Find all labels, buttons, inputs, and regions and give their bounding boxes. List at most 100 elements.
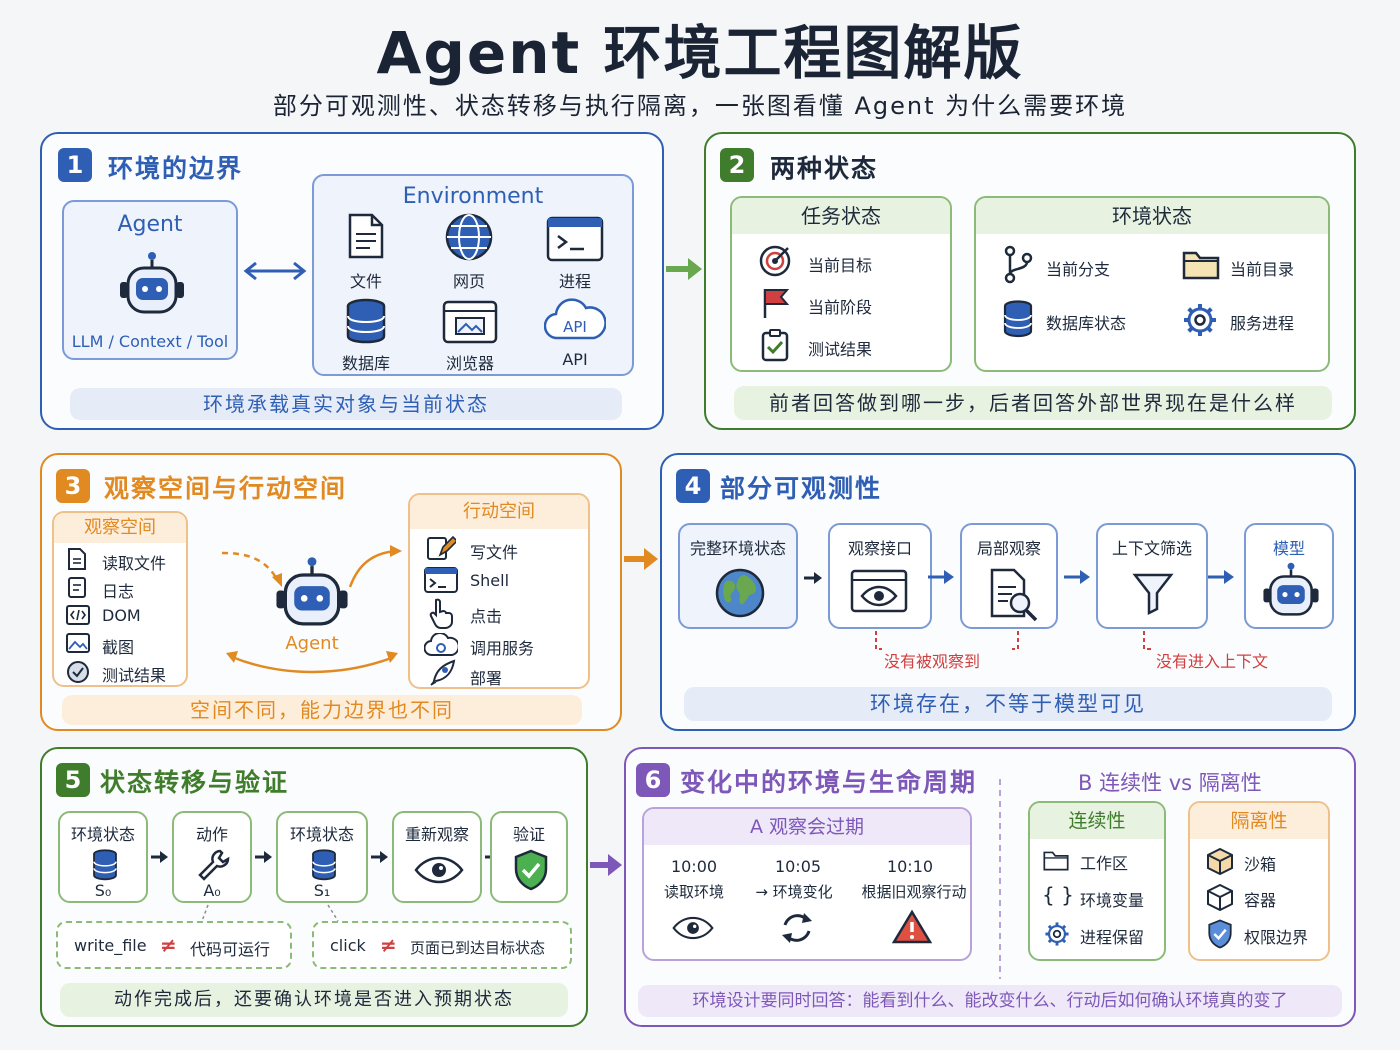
page-title: Agent 环境工程图解版	[376, 19, 1024, 87]
act-item: 写文件	[470, 543, 519, 562]
git-branch-icon	[1002, 244, 1034, 284]
arrow-right-icon	[1206, 567, 1236, 587]
shield-check-icon	[1206, 919, 1234, 949]
isolation-box: 隔离性 沙箱 容器 权限边界	[1188, 801, 1330, 961]
dashed-arrow-in-icon	[220, 547, 288, 591]
panel-footer: 空间不同，能力边界也不同	[62, 695, 582, 725]
step-label: 动作	[195, 825, 228, 844]
environment-label: Environment	[402, 184, 544, 209]
api-badge: API	[563, 318, 587, 336]
step-label: 局部观察	[976, 539, 1041, 558]
continuity-item: 进程保留	[1080, 928, 1145, 947]
obs-item: 截图	[102, 638, 135, 657]
env-item-label: 进程	[558, 272, 591, 291]
act-item: 部署	[470, 669, 503, 688]
doc-search-icon	[988, 567, 1042, 623]
image-icon	[66, 633, 90, 653]
isolation-item: 容器	[1244, 891, 1277, 910]
arrow-right-icon	[370, 850, 390, 864]
obs-space-box: 观察空间 读取文件 日志 DOM 截图 测试结果	[52, 511, 188, 687]
panel-number: 6	[636, 763, 670, 797]
step-state-s0: 环境状态 S₀	[58, 811, 148, 903]
step-model: 模型	[1244, 523, 1334, 629]
funnel-icon	[1132, 571, 1174, 615]
browser-icon	[442, 300, 498, 344]
robot-icon	[272, 555, 352, 635]
flag-icon	[760, 286, 792, 320]
act-item: 点击	[470, 607, 503, 626]
agent-box: Agent LLM / Context / Tool	[62, 200, 238, 360]
panel-environment-boundary: 1 环境的边界 Agent LLM / Context / Tool Envir…	[40, 132, 664, 430]
edit-icon	[426, 535, 456, 561]
sandbox-box-icon	[1206, 847, 1234, 875]
continuity-box: 连续性 工作区 { } 环境变量 进程保留	[1028, 801, 1166, 961]
obs-expire-box: A 观察会过期 10:00 10:05 10:10 读取环境 → 环境变化 根据…	[642, 807, 972, 961]
arrow-right-icon	[254, 850, 274, 864]
step-label: 观察接口	[847, 539, 912, 558]
environment-box: Environment 文件 网页 进程 数据库 浏览器 API API	[312, 174, 634, 376]
panel-two-states: 2 两种状态 任务状态 当前目标 当前阶段 测试结果 环境状态 当前分支 当前目…	[704, 132, 1356, 430]
step-label: 完整环境状态	[689, 539, 786, 558]
example-write-file: write_file ≠ 代码可运行	[56, 921, 292, 969]
step-label: 验证	[512, 825, 545, 844]
step-reobserve: 重新观察	[392, 811, 482, 903]
container-icon	[1206, 883, 1234, 911]
obs-item: 测试结果	[102, 666, 167, 685]
env-item: 服务进程	[1230, 314, 1295, 333]
clipboard-check-icon	[760, 328, 790, 362]
step-label: 模型	[1272, 539, 1305, 558]
agent-caption: LLM / Context / Tool	[71, 332, 229, 351]
task-item: 测试结果	[808, 340, 873, 359]
continuity-item: 环境变量	[1080, 891, 1145, 910]
step-partial-obs: 局部观察	[960, 523, 1058, 629]
robot-icon	[1260, 561, 1322, 623]
step-label: 重新观察	[404, 825, 469, 844]
step-state-s1: 环境状态 S₁	[276, 811, 368, 903]
example-result: 页面已到达目标状态	[410, 939, 546, 957]
terminal-icon	[546, 216, 604, 262]
wrench-icon	[196, 847, 232, 883]
folder-icon	[1182, 248, 1220, 280]
robot-icon	[116, 250, 188, 322]
panel-title: 状态转移与验证	[100, 768, 290, 797]
arrow-right-icon	[1062, 567, 1092, 587]
obs-item: 读取文件	[102, 554, 167, 573]
env-item-label: 文件	[349, 272, 382, 291]
state-sub: S₀	[94, 881, 112, 900]
dashed-bracket	[872, 629, 1022, 659]
panel-footer: 环境设计要同时回答：能看到什么、能改变什么、行动后如何确认环境真的变了	[638, 985, 1342, 1017]
agent-label: Agent	[117, 212, 183, 237]
obs-item: 日志	[102, 582, 135, 601]
not-equal-sign: ≠	[380, 933, 397, 957]
target-icon	[758, 244, 792, 278]
page-subtitle: 部分可观测性、状态转移与执行隔离，一张图看懂 Agent 为什么需要环境	[272, 92, 1128, 120]
file-icon	[344, 212, 388, 260]
note-not-observed: 没有被观察到	[884, 652, 981, 671]
dashed-divider	[998, 779, 1002, 979]
warning-icon	[892, 909, 932, 945]
isolation-item: 沙箱	[1244, 855, 1277, 874]
panel-partial-observability: 4 部分可观测性 完整环境状态 观察接口 局部观察 上下文筛选 模型 没有被观察…	[660, 453, 1356, 731]
obs-expire-title: A 观察会过期	[644, 809, 970, 845]
arrow-right-icon	[622, 544, 660, 574]
env-item-label: API	[562, 350, 588, 369]
continuity-item: 工作区	[1080, 854, 1129, 873]
event-label: 读取环境	[663, 883, 724, 901]
step-label: 环境状态	[289, 825, 354, 844]
example-result: 代码可运行	[190, 940, 271, 959]
arrow-back-icon	[222, 645, 402, 675]
database-icon	[90, 849, 120, 881]
example-command: write_file	[74, 936, 147, 955]
panel-number: 2	[720, 148, 754, 182]
eye-screen-icon	[850, 569, 908, 613]
panel-footer: 环境存在，不等于模型可见	[684, 687, 1332, 721]
task-state-box: 任务状态 当前目标 当前阶段 测试结果	[730, 196, 952, 372]
database-icon	[1002, 300, 1034, 338]
obs-item: DOM	[102, 606, 141, 625]
database-icon	[344, 298, 388, 344]
bidirectional-arrow-icon	[242, 260, 308, 282]
step-verify: 验证	[490, 811, 568, 903]
env-state-title: 环境状态	[976, 198, 1328, 234]
database-icon	[309, 849, 339, 881]
step-obs-interface: 观察接口	[828, 523, 932, 629]
